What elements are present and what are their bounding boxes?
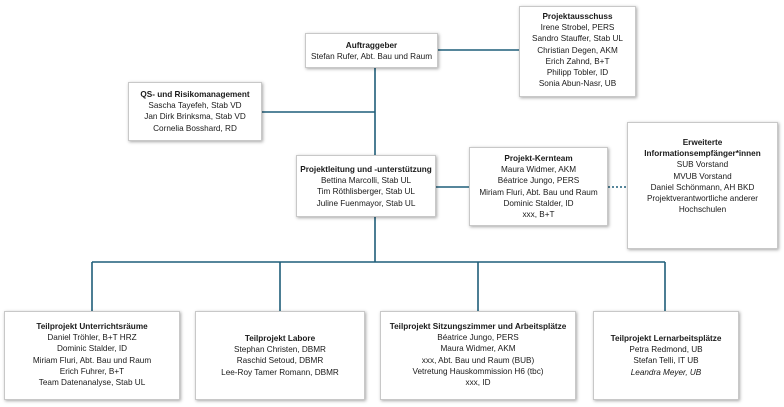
projektleitung-member: Juline Fuenmayor, Stab UL [316, 198, 416, 208]
teilprojekt-member: Stephan Christen, DBMR [234, 345, 326, 355]
box-qs-risikomanagement: QS- und Risikomanagement Sascha Tayefeh,… [128, 82, 262, 141]
informationsempfaenger-member: Projektverantwortliche anderer [646, 194, 759, 204]
projektausschuss-title: Projektausschuss [542, 12, 613, 21]
teilprojekt-member: xxx, ID [465, 378, 491, 388]
box-teilprojekt-unterrichtsraeume: Teilprojekt Unterrichtsräume Daniel Tröh… [4, 311, 180, 400]
teilprojekt-member: xxx, Abt. Bau und Raum (BUB) [421, 355, 535, 365]
projektausschuss-member: Sonia Abun-Nasr, UB [538, 79, 617, 89]
projektausschuss-member: Irene Strobel, PERS [540, 23, 615, 33]
box-informationsempfaenger: Erweiterte Informationsempfänger*innen S… [627, 122, 778, 249]
projektausschuss-member: Sandro Stauffer, Stab UL [532, 34, 623, 44]
qs-member: Cornelia Bosshard, RD [153, 123, 237, 133]
teilprojekt-member: Petra Redmond, UB [629, 345, 703, 355]
informationsempfaenger-member: Daniel Schönmann, AH BKD [650, 182, 755, 192]
box-teilprojekt-labore: Teilprojekt Labore Stephan Christen, DBM… [195, 311, 365, 400]
teilprojekt-member: Maura Widmer, AKM [440, 344, 516, 354]
kernteam-title: Projekt-Kernteam [504, 154, 573, 163]
projektleitung-member: Bettina Marcolli, Stab UL [320, 176, 412, 186]
teilprojekt-title: Teilprojekt Labore [244, 334, 316, 343]
qs-title: QS- und Risikomanagement [140, 90, 250, 99]
projektausschuss-member: Christian Degen, AKM [537, 45, 618, 55]
informationsempfaenger-member: Hochschulen [678, 205, 727, 215]
box-teilprojekt-lernarbeitsplaetze: Teilprojekt Lernarbeitsplätze Petra Redm… [593, 311, 739, 400]
teilprojekt-member: Béatrice Jungo, PERS [437, 333, 519, 343]
informationsempfaenger-title-line: Informationsempfänger*innen [644, 149, 761, 159]
teilprojekt-member: Miriam Fluri, Abt. Bau und Raum [32, 355, 152, 365]
box-projektausschuss: Projektausschuss Irene Strobel, PERS San… [519, 6, 636, 97]
informationsempfaenger-member: SUB Vorstand [676, 160, 729, 170]
teilprojekt-member: Lee-Roy Tamer Romann, DBMR [221, 367, 339, 377]
box-auftraggeber: Auftraggeber Stefan Rufer, Abt. Bau und … [305, 33, 438, 68]
kernteam-member: Dominic Stalder, ID [503, 198, 574, 208]
teilprojekt-title: Teilprojekt Lernarbeitsplätze [610, 334, 722, 343]
teilprojekt-title: Teilprojekt Unterrichtsräume [36, 322, 148, 331]
projektausschuss-member: Philipp Tobler, ID [546, 68, 609, 78]
kernteam-member: Béatrice Jungo, PERS [497, 176, 580, 186]
projektausschuss-member: Erich Zahnd, B+T [545, 56, 610, 66]
teilprojekt-member: Stefan Telli, IT UB [633, 356, 699, 366]
kernteam-member: Maura Widmer, AKM [500, 165, 577, 175]
auftraggeber-title: Auftraggeber [345, 41, 398, 50]
box-projektleitung: Projektleitung und -unterstützung Bettin… [296, 155, 436, 217]
teilprojekt-member: Raschid Setoud, DBMR [236, 356, 324, 366]
box-teilprojekt-sitzungszimmer: Teilprojekt Sitzungszimmer und Arbeitspl… [380, 311, 576, 400]
teilprojekt-title: Teilprojekt Sitzungszimmer und Arbeitspl… [389, 322, 567, 331]
qs-member: Jan Dirk Brinksma, Stab VD [144, 112, 246, 122]
teilprojekt-member: Dominic Stalder, ID [56, 344, 128, 354]
informationsempfaenger-title-line: Erweiterte [682, 138, 723, 147]
teilprojekt-member: Leandra Meyer, UB [630, 367, 702, 377]
informationsempfaenger-member: MVUB Vorstand [673, 171, 732, 181]
kernteam-member: Miriam Fluri, Abt. Bau und Raum [479, 187, 598, 197]
box-projekt-kernteam: Projekt-Kernteam Maura Widmer, AKM Béatr… [469, 147, 608, 226]
teilprojekt-member: Daniel Tröhler, B+T HRZ [47, 333, 137, 343]
teilprojekt-member: Vetretung Hauskommission H6 (tbc) [412, 366, 544, 376]
teilprojekt-member: Team Datenanalyse, Stab UL [38, 378, 146, 388]
kernteam-member: xxx, B+T [522, 210, 555, 220]
auftraggeber-member: Stefan Rufer, Abt. Bau und Raum [310, 52, 433, 62]
projektleitung-member: Tim Röthlisberger, Stab UL [317, 187, 415, 197]
projektleitung-title: Projektleitung und -unterstützung [300, 165, 432, 174]
qs-member: Sascha Tayefeh, Stab VD [148, 101, 242, 111]
teilprojekt-member: Erich Fuhrer, B+T [59, 366, 125, 376]
